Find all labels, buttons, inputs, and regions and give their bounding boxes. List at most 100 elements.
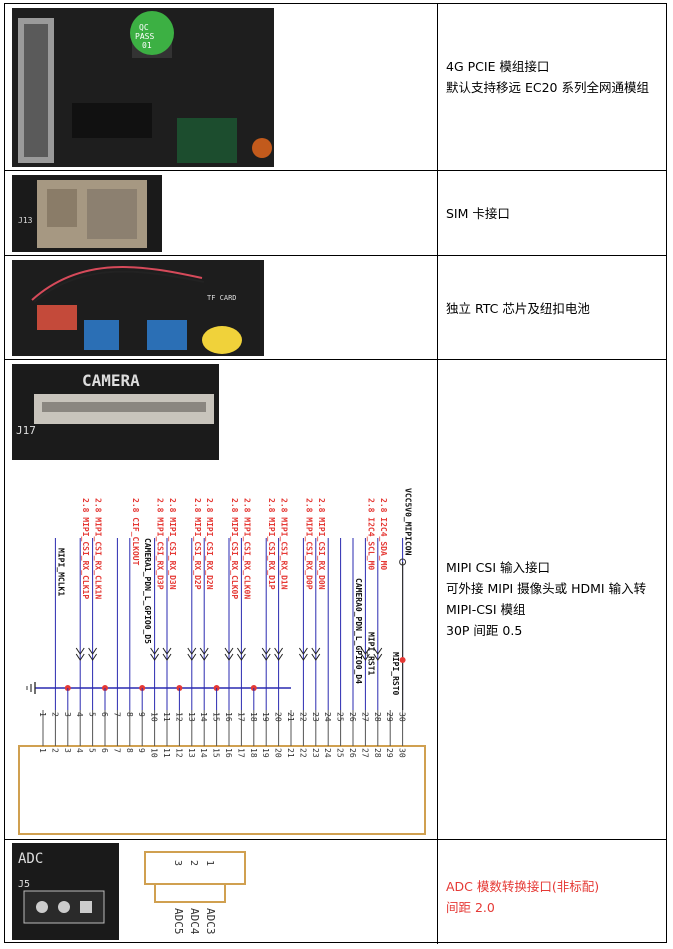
pair-chevron [224,647,234,661]
pin-number-upper: 10 [150,712,159,722]
adc3-label: ADC3 [204,908,217,935]
vcc-terminal [399,558,407,566]
mipi-description: MIPI CSI 输入接口 可外接 MIPI 摄像头或 HDMI 输入转 MIP… [446,557,660,641]
pin-number-lower: 2 [50,748,59,753]
pin-number-upper: 29 [385,712,394,722]
adc-header-photo: ADC J5 [12,843,119,940]
adc5-label: ADC5 [172,908,185,935]
pin-number-lower: 23 [311,748,320,758]
pin-number-lower: 10 [150,748,159,758]
pin-number-upper: 14 [199,712,208,722]
pin-number-upper: 12 [174,712,183,722]
pin-number-lower: 28 [373,748,382,758]
pair-chevron [274,647,284,661]
pcie-detail: 默认支持移远 EC20 系列全网通模组 [446,80,649,95]
tf-card-label: TF CARD [207,294,237,302]
pcie-title: 4G PCIE 模组接口 [446,59,550,74]
column-divider [437,840,438,944]
pin-number-upper: 26 [348,712,357,722]
pin-number-upper: 8 [125,712,134,717]
adc4-label: ADC4 [188,908,201,935]
vcc-junction-dot [399,657,406,663]
pin-number-lower: 9 [137,748,146,753]
mipi-signal-label: 2.8 MIPI_CSI_RX_CLK1N [94,498,103,599]
mipi-schematic: 1122334455667788991010111112121313141415… [18,488,426,835]
mipi-signal-label: 2.8 MIPI_CSI_RX_D2P [193,498,202,590]
pin-number-lower: 16 [224,748,233,758]
mipi-signal-label: 2.8 MIPI_CSI_RX_D1N [280,498,289,590]
j5-label: J5 [18,879,30,890]
j17-label: J17 [16,424,36,437]
pin-number-upper: 20 [274,712,283,722]
mipi-signal-label: 2.8 I2C4_SDA_M0 [379,498,388,570]
pin-number-lower: 22 [298,748,307,758]
adc-connector-outline [144,851,246,885]
pair-chevron [373,647,383,661]
pin-number-upper: 18 [249,712,258,722]
column-divider [437,4,438,170]
adc-schematic: 1 2 3 ADC3 ADC4 ADC5 [144,851,246,935]
mipi-signal-label: 2.8 MIPI_CSI_RX_CLK0N [242,498,251,599]
pin-number-upper: 21 [286,712,295,722]
rtc-description: 独立 RTC 芯片及纽扣电池 [446,298,660,319]
pin-number-upper: 16 [224,712,233,722]
spec-table: QC PASS 01 4G PCIE 模组接口 默认支持移远 EC20 系列全网… [4,3,667,944]
pin-number-lower: 29 [385,748,394,758]
pin-number-lower: 26 [348,748,357,758]
adc-description: ADC 模数转换接口(非标配) 间距 2.0 [446,876,660,918]
pin-number-upper: 9 [137,712,146,717]
pin-number-lower: 17 [236,748,245,758]
pair-chevron [261,647,271,661]
pin-number-upper: 6 [100,712,109,717]
mipi-control-label: MIPI_MCLK1 [56,548,65,596]
pin-number-upper: 11 [162,712,171,722]
pair-chevron [199,647,209,661]
adc-connector-tab [154,883,226,903]
pcie-board-photo: QC PASS 01 [12,8,274,167]
column-divider [437,256,438,359]
pin-number-upper: 24 [323,712,332,722]
pin-number-lower: 21 [286,748,295,758]
column-divider [437,171,438,255]
pin-number-upper: 2 [50,712,59,717]
pin-number-upper: 28 [373,712,382,722]
mipi-signal-label: 2.8 MIPI_CSI_RX_D3P [156,498,165,590]
pcie-board-image: QC PASS 01 [12,8,274,167]
pair-chevron [88,647,98,661]
sim-slot-photo: J13 [12,175,162,252]
mipi-signal-label: 2.8 MIPI_CSI_RX_CLK0P [230,498,239,599]
pin-number-lower: 27 [360,748,369,758]
pin-number-upper: 4 [75,712,84,717]
pin-number-lower: 24 [323,748,332,758]
pair-chevron [187,647,197,661]
table-row-sim: J13 SIM 卡接口 [5,171,666,256]
pin-number-lower: 13 [187,748,196,758]
mipi-pitch: 30P 间距 0.5 [446,623,523,638]
pin-number-lower: 8 [125,748,134,753]
mipi-signal-label: 2.8 I2C4_SCL_M0 [366,498,375,570]
mipi-control-label: CAMERA1_PDN_L_GPIO0_D5 [143,538,152,644]
table-row-pcie: QC PASS 01 4G PCIE 模组接口 默认支持移远 EC20 系列全网… [5,4,666,171]
pair-chevron [162,647,172,661]
pin-number-upper: 23 [311,712,320,722]
pin-number-lower: 5 [88,748,97,753]
pair-chevron [360,647,370,661]
qc-label: QC [139,23,149,32]
pin-number-lower: 19 [261,748,270,758]
pin-number-upper: 7 [112,712,121,717]
pin-number-lower: 11 [162,748,171,758]
mipi-signal-label: 2.8 MIPI_CSI_RX_D3N [168,498,177,590]
mipi-control-label: VCC5V0_MIPICON [404,488,413,556]
pin-number-lower: 20 [274,748,283,758]
pin-number-lower: 15 [212,748,221,758]
pin-number-lower: 14 [199,748,208,758]
adc-pitch: 间距 2.0 [446,900,495,915]
pin-number-upper: 22 [298,712,307,722]
mipi-signal-label: 2.8 MIPI_CSI_RX_CLK1P [81,498,90,599]
sim-title: SIM 卡接口 [446,206,510,221]
mipi-signal-label: 2.8 MIPI_CSI_RX_D0N [317,498,326,590]
rtc-battery-image: TF CARD [12,260,264,356]
adc-photo-label: ADC [18,851,43,867]
mipi-control-label: MIPI_RST0 [391,652,400,696]
